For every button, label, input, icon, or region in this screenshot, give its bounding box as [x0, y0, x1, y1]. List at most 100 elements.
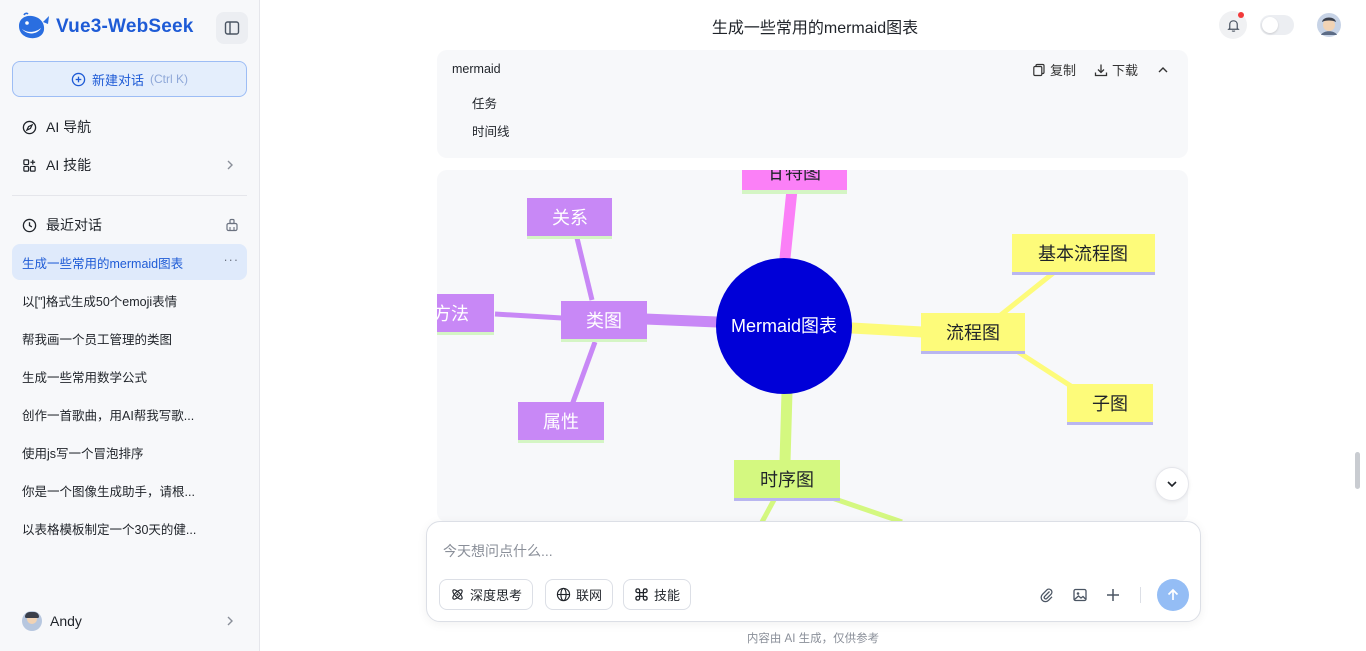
copy-icon [1033, 63, 1045, 76]
new-chat-button[interactable]: 新建对话 (Ctrl K) [12, 61, 247, 97]
message-input[interactable] [443, 540, 1163, 562]
mermaid-diagram: 甘特图 关系 方法 类图 属性 Mermaid图表 基本流程图 流程图 子图 时… [437, 170, 1188, 522]
code-language: mermaid [452, 62, 501, 76]
conversation-item-active[interactable]: 生成一些常用的mermaid图表 ··· [12, 244, 247, 280]
node-basic-flow-label: 基本流程图 [1038, 244, 1128, 264]
user-menu[interactable]: Andy [12, 604, 247, 638]
code-line: 时间线 [472, 125, 510, 139]
node-gantt-shape [742, 170, 847, 190]
notification-dot [1238, 12, 1244, 18]
conversation-title: 以["]格式生成50个emoji表情 [22, 294, 178, 309]
attach-button[interactable] [1037, 585, 1057, 605]
conversation-item[interactable]: 帮我画一个员工管理的类图 [12, 320, 247, 356]
conversation-item[interactable]: 使用js写一个冒泡排序 [12, 434, 247, 470]
edge-class-attribute [569, 341, 598, 406]
bell-icon [1226, 19, 1240, 32]
scroll-to-bottom-button[interactable] [1155, 467, 1189, 501]
edge-seq-a [759, 496, 778, 522]
upload-image-button[interactable] [1070, 585, 1090, 605]
conversation-item[interactable]: 以表格模板制定一个30天的健... [12, 510, 247, 546]
download-button[interactable]: 下载 [1094, 60, 1138, 79]
conversation-title: 你是一个图像生成助手，请根... [22, 484, 195, 499]
node-root-shape [716, 258, 852, 394]
edge-seq-b [831, 495, 903, 522]
globe-icon [556, 587, 571, 602]
mindmap-svg: 甘特图 关系 方法 类图 属性 Mermaid图表 基本流程图 流程图 子图 时… [437, 170, 1155, 522]
chip-label: 技能 [654, 588, 681, 603]
node-subgraph-shape [1067, 384, 1153, 422]
node-subgraph-label: 子图 [1092, 394, 1128, 414]
avatar [22, 611, 42, 631]
edge-root-sequence [779, 386, 793, 468]
deep-think-toggle[interactable]: 深度思考 [439, 579, 534, 610]
plus-circle-icon [71, 72, 86, 86]
edge-flow-basic [995, 268, 1059, 320]
whale-logo-icon [19, 12, 49, 39]
node-root-label: Mermaid图表 [731, 316, 837, 336]
recent-conversations-header: 最近对话 [12, 209, 247, 241]
conversation-item[interactable]: 创作一首歌曲，用AI帮我写歌... [12, 396, 247, 432]
edge-root-class [639, 313, 723, 328]
edge-class-relation [574, 237, 595, 301]
chip-label: 联网 [576, 588, 603, 603]
atom-icon [452, 589, 463, 600]
chevron-right-icon [227, 616, 233, 626]
chevron-right-icon [227, 160, 233, 170]
node-relation-label: 关系 [552, 208, 588, 228]
add-button[interactable] [1103, 585, 1123, 605]
conversation-title: 帮我画一个员工管理的类图 [22, 332, 173, 347]
sidebar-toggle-icon [224, 21, 240, 35]
theme-toggle[interactable] [1260, 15, 1294, 35]
node-class-label: 类图 [586, 311, 622, 331]
code-toolbar: 复制 下载 [1032, 60, 1170, 79]
sidebar: Vue3-WebSeek 新建对话 (Ctrl K) AI 导航 A [0, 0, 260, 651]
notifications-button[interactable] [1219, 11, 1247, 39]
sidebar-item-label: AI 技能 [46, 157, 92, 173]
toolbar-divider [1140, 587, 1141, 603]
node-relation-shape [527, 198, 612, 236]
node-attribute-label: 属性 [543, 412, 579, 432]
node-gantt-label: 甘特图 [767, 170, 821, 183]
new-chat-shortcut: (Ctrl K) [150, 72, 188, 86]
conversation-item[interactable]: 以["]格式生成50个emoji表情 [12, 282, 247, 318]
conversation-item[interactable]: 你是一个图像生成助手，请根... [12, 472, 247, 508]
copy-label: 复制 [1049, 63, 1076, 78]
code-line: 任务 [472, 97, 498, 111]
node-attribute-shape [518, 402, 604, 440]
sidebar-item-ai-skills[interactable]: AI 技能 [12, 147, 247, 183]
sidebar-item-ai-nav[interactable]: AI 导航 [12, 109, 247, 145]
copy-button[interactable]: 复制 [1032, 60, 1076, 79]
send-button[interactable] [1157, 579, 1189, 611]
web-search-toggle[interactable]: 联网 [545, 579, 614, 610]
edge-flow-sub [1010, 345, 1079, 393]
node-flow-shape [921, 313, 1025, 351]
edge-class-method [494, 311, 563, 321]
node-sequence-label: 时序图 [760, 470, 814, 490]
download-icon [1094, 64, 1108, 76]
conversation-title: 创作一首歌曲，用AI帮我写歌... [22, 408, 195, 423]
chevron-up-icon[interactable] [1156, 63, 1170, 77]
arrow-up-icon [1167, 588, 1179, 600]
compass-icon [22, 120, 37, 134]
sidebar-divider [12, 195, 247, 196]
collapse-sidebar-button[interactable] [216, 12, 248, 44]
page-scrollbar[interactable] [1355, 452, 1360, 489]
brand[interactable]: Vue3-WebSeek [16, 12, 194, 42]
user-avatar-icon[interactable] [1317, 13, 1341, 37]
image-icon [1073, 588, 1087, 602]
chevron-down-icon [1167, 481, 1177, 488]
recent-title: 最近对话 [46, 217, 102, 233]
chip-label: 深度思考 [470, 588, 523, 603]
more-options-icon[interactable]: ··· [223, 253, 239, 267]
clock-icon [22, 218, 37, 232]
command-icon [635, 588, 648, 601]
ai-disclaimer: 内容由 AI 生成，仅供参考 [746, 633, 880, 645]
broom-clean-icon[interactable] [225, 218, 239, 232]
brand-name: Vue3-WebSeek [56, 16, 194, 37]
conversation-item[interactable]: 生成一些常用数学公式 [12, 358, 247, 394]
code-block: mermaid 复制 下载 任务 时间线 [437, 50, 1188, 158]
user-name: Andy [50, 613, 82, 629]
skills-toggle[interactable]: 技能 [623, 579, 692, 610]
apps-icon [23, 158, 36, 172]
message-composer: 深度思考 联网 技能 [426, 521, 1201, 622]
